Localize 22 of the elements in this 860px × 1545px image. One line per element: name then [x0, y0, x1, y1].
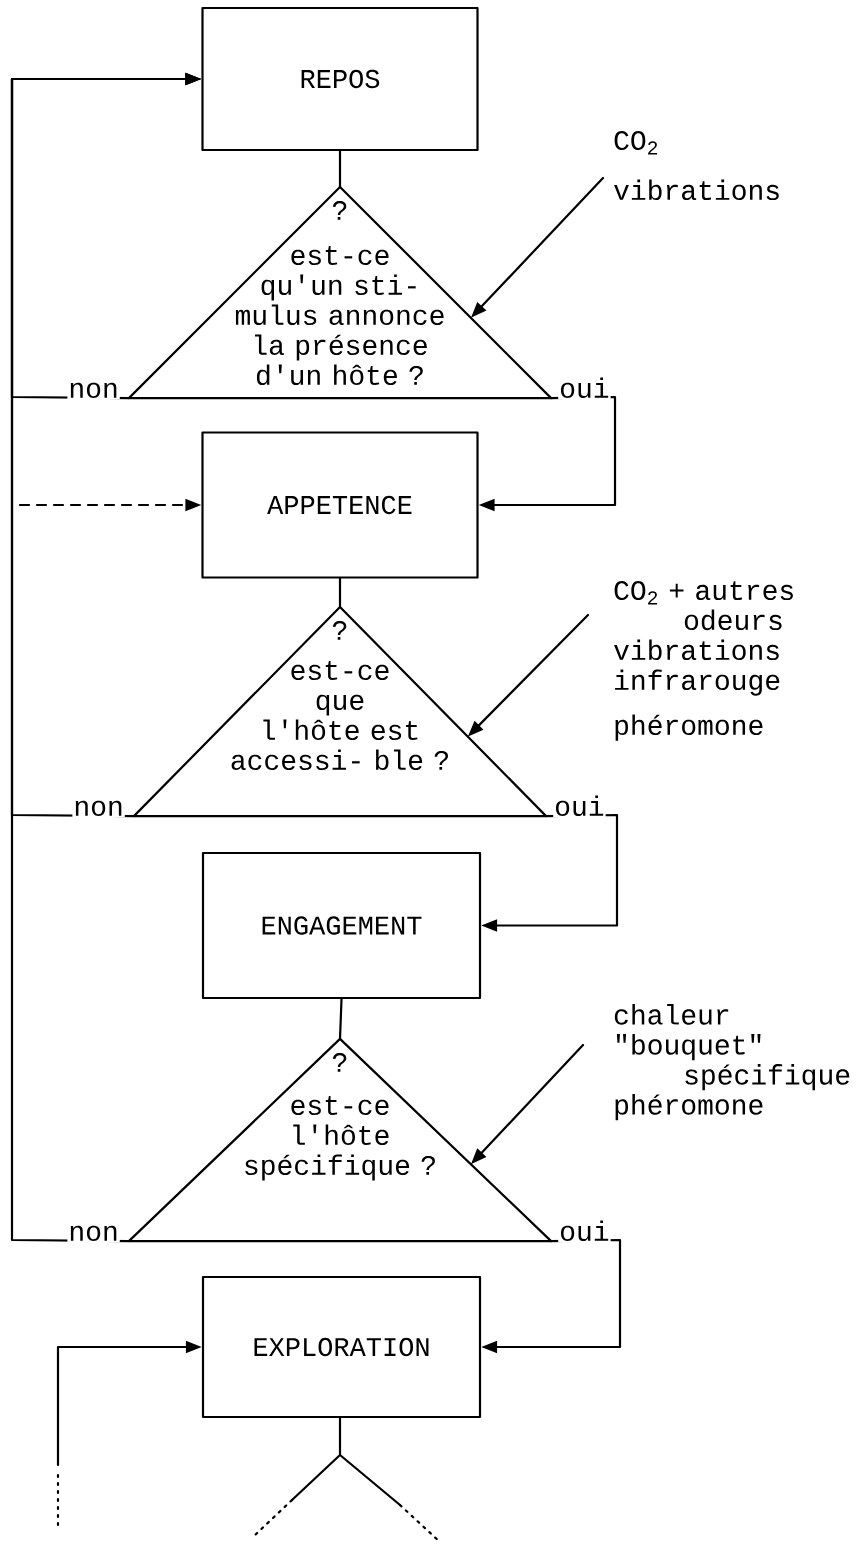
process-box: ENGAGEMENT	[201, 851, 482, 1000]
edge-label: non	[72, 799, 125, 817]
question-text: est-ce que l'hôte est accessi- ble ?	[231, 661, 448, 771]
process-box: EXPLORATION	[201, 1275, 482, 1419]
edge-label: non	[67, 381, 120, 399]
edge-label: oui	[558, 1219, 611, 1242]
decision-triangle	[127, 1037, 553, 1243]
question-mark: ?	[332, 1053, 347, 1072]
decision-triangle	[127, 185, 553, 400]
stimulus-text: CO$_{2}$ + autres odeurs vibrations infrarouge phéromone	[614, 581, 793, 741]
question-mark: ?	[332, 201, 347, 220]
edge-label: oui	[553, 794, 606, 817]
edge-label: non	[67, 1224, 120, 1242]
question-mark: ?	[332, 621, 347, 640]
edge-label: oui	[558, 376, 611, 399]
process-box: APPETENCE	[201, 431, 479, 579]
question-text: est-ce l'hôte spécifique ?	[245, 1096, 435, 1181]
decision-triangle	[132, 605, 548, 818]
stimulus-text: chaleur "bouquet" spécifique phéromone	[614, 1004, 850, 1121]
question-text: est-ce qu'un sti- mulus annonce la présence d'un hôte ?	[235, 246, 444, 386]
process-box: REPOS	[201, 6, 479, 152]
stimulus-text: CO$_{2}$ vibrations	[614, 131, 779, 201]
